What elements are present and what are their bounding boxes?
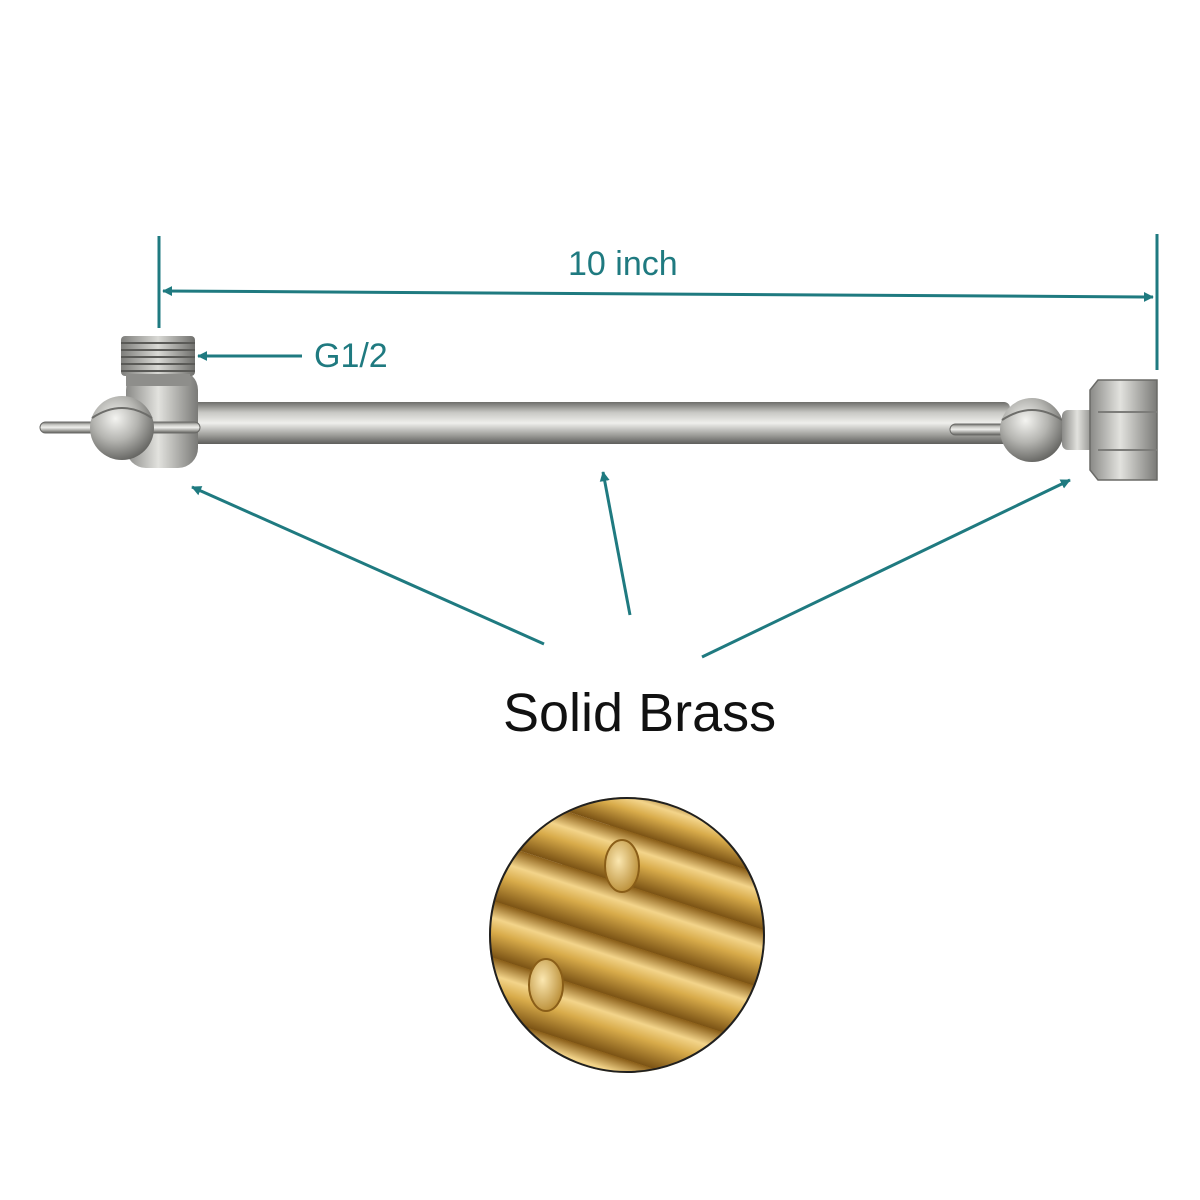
brass-sample-image [489, 797, 765, 1073]
length-dimension-label: 10 inch [568, 245, 678, 283]
pipe-body [150, 402, 1010, 444]
pointer-arrow-right [701, 478, 1071, 659]
right-swivel-joint [949, 398, 1116, 462]
left-swivel-joint [39, 396, 201, 460]
material-title: Solid Brass [503, 683, 777, 743]
shower-arm [39, 336, 1158, 481]
right-swivel-ball [1000, 398, 1064, 462]
length-dimension-arrow [162, 286, 1154, 302]
pointer-arrow-center [599, 471, 632, 616]
thread-size-label: G1/2 [314, 337, 388, 375]
dimension-lines [157, 234, 1159, 370]
material-pointer-arrows [191, 471, 1071, 659]
left-swivel-ball [90, 396, 154, 460]
pointer-arrow-left [191, 485, 545, 646]
outlet-hex-nut [1089, 379, 1158, 481]
